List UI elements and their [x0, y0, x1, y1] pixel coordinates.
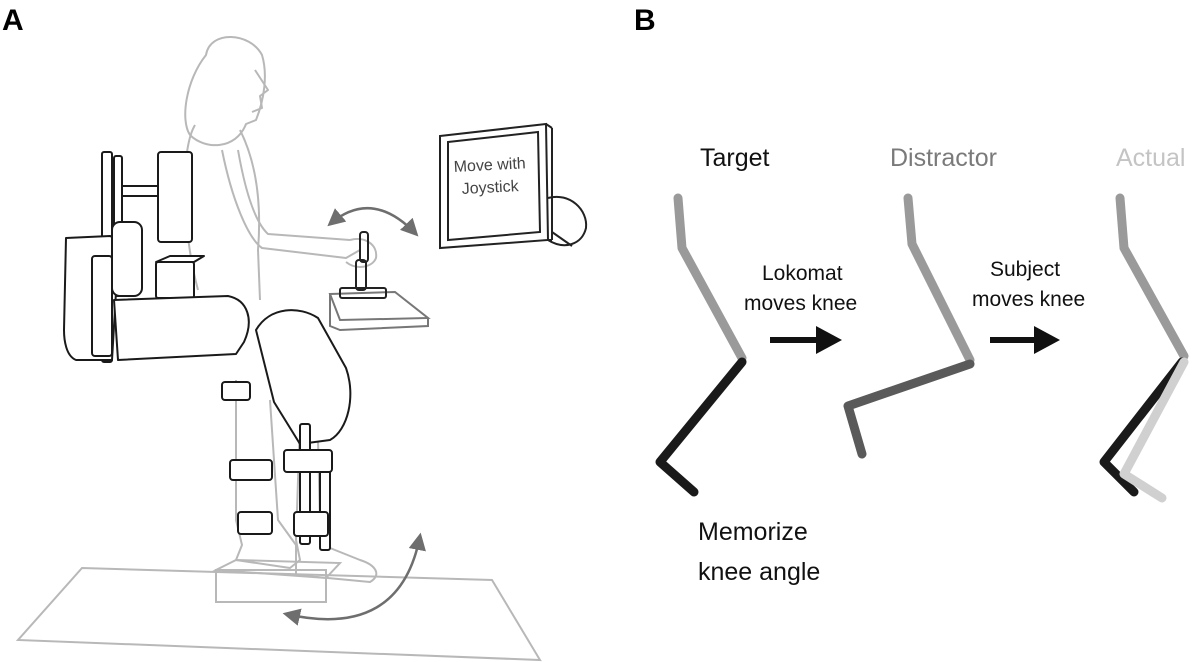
target-label: Target — [700, 144, 770, 172]
actual-leg — [1099, 193, 1189, 503]
joystick-icon — [339, 231, 387, 299]
distractor-label: Distractor — [890, 144, 997, 172]
subject-step-arrow — [990, 326, 1060, 354]
monitor-icon — [439, 122, 588, 250]
joystick-table — [328, 290, 431, 332]
lokomat-exoskeleton — [63, 151, 352, 551]
actual-subject-shank — [1119, 357, 1189, 503]
memorize-caption-line2: knee angle — [698, 558, 820, 586]
lokomat-step-arrow — [770, 326, 842, 354]
subject-step-line2: moves knee — [972, 288, 1085, 311]
foot-rotation-arrow — [282, 532, 426, 626]
panel-a: A — [2, 4, 588, 662]
lokomat-step-line1: Lokomat — [762, 262, 843, 285]
floor-platform — [15, 566, 542, 662]
monitor-text-line2: Joystick — [461, 178, 520, 198]
subject-step-line1: Subject — [990, 258, 1060, 281]
lokomat-step-line2: moves knee — [744, 292, 857, 315]
monitor-text-line1: Move with — [453, 155, 526, 176]
panel-b: B Target Distractor Actual Lokomat moves… — [634, 4, 1189, 586]
actual-thigh — [1115, 193, 1189, 361]
actual-label: Actual — [1116, 144, 1185, 172]
joystick-motion-arrow — [327, 206, 419, 237]
target-leg — [655, 193, 747, 497]
target-thigh — [673, 193, 747, 363]
memorize-caption-line1: Memorize — [698, 518, 808, 546]
distractor-thigh — [903, 193, 975, 365]
distractor-shank — [843, 359, 975, 459]
panel-b-letter: B — [634, 4, 656, 37]
actual-target-shank — [1099, 357, 1187, 497]
target-shank — [655, 357, 747, 497]
panel-a-letter: A — [2, 4, 24, 37]
distractor-leg — [843, 193, 975, 459]
